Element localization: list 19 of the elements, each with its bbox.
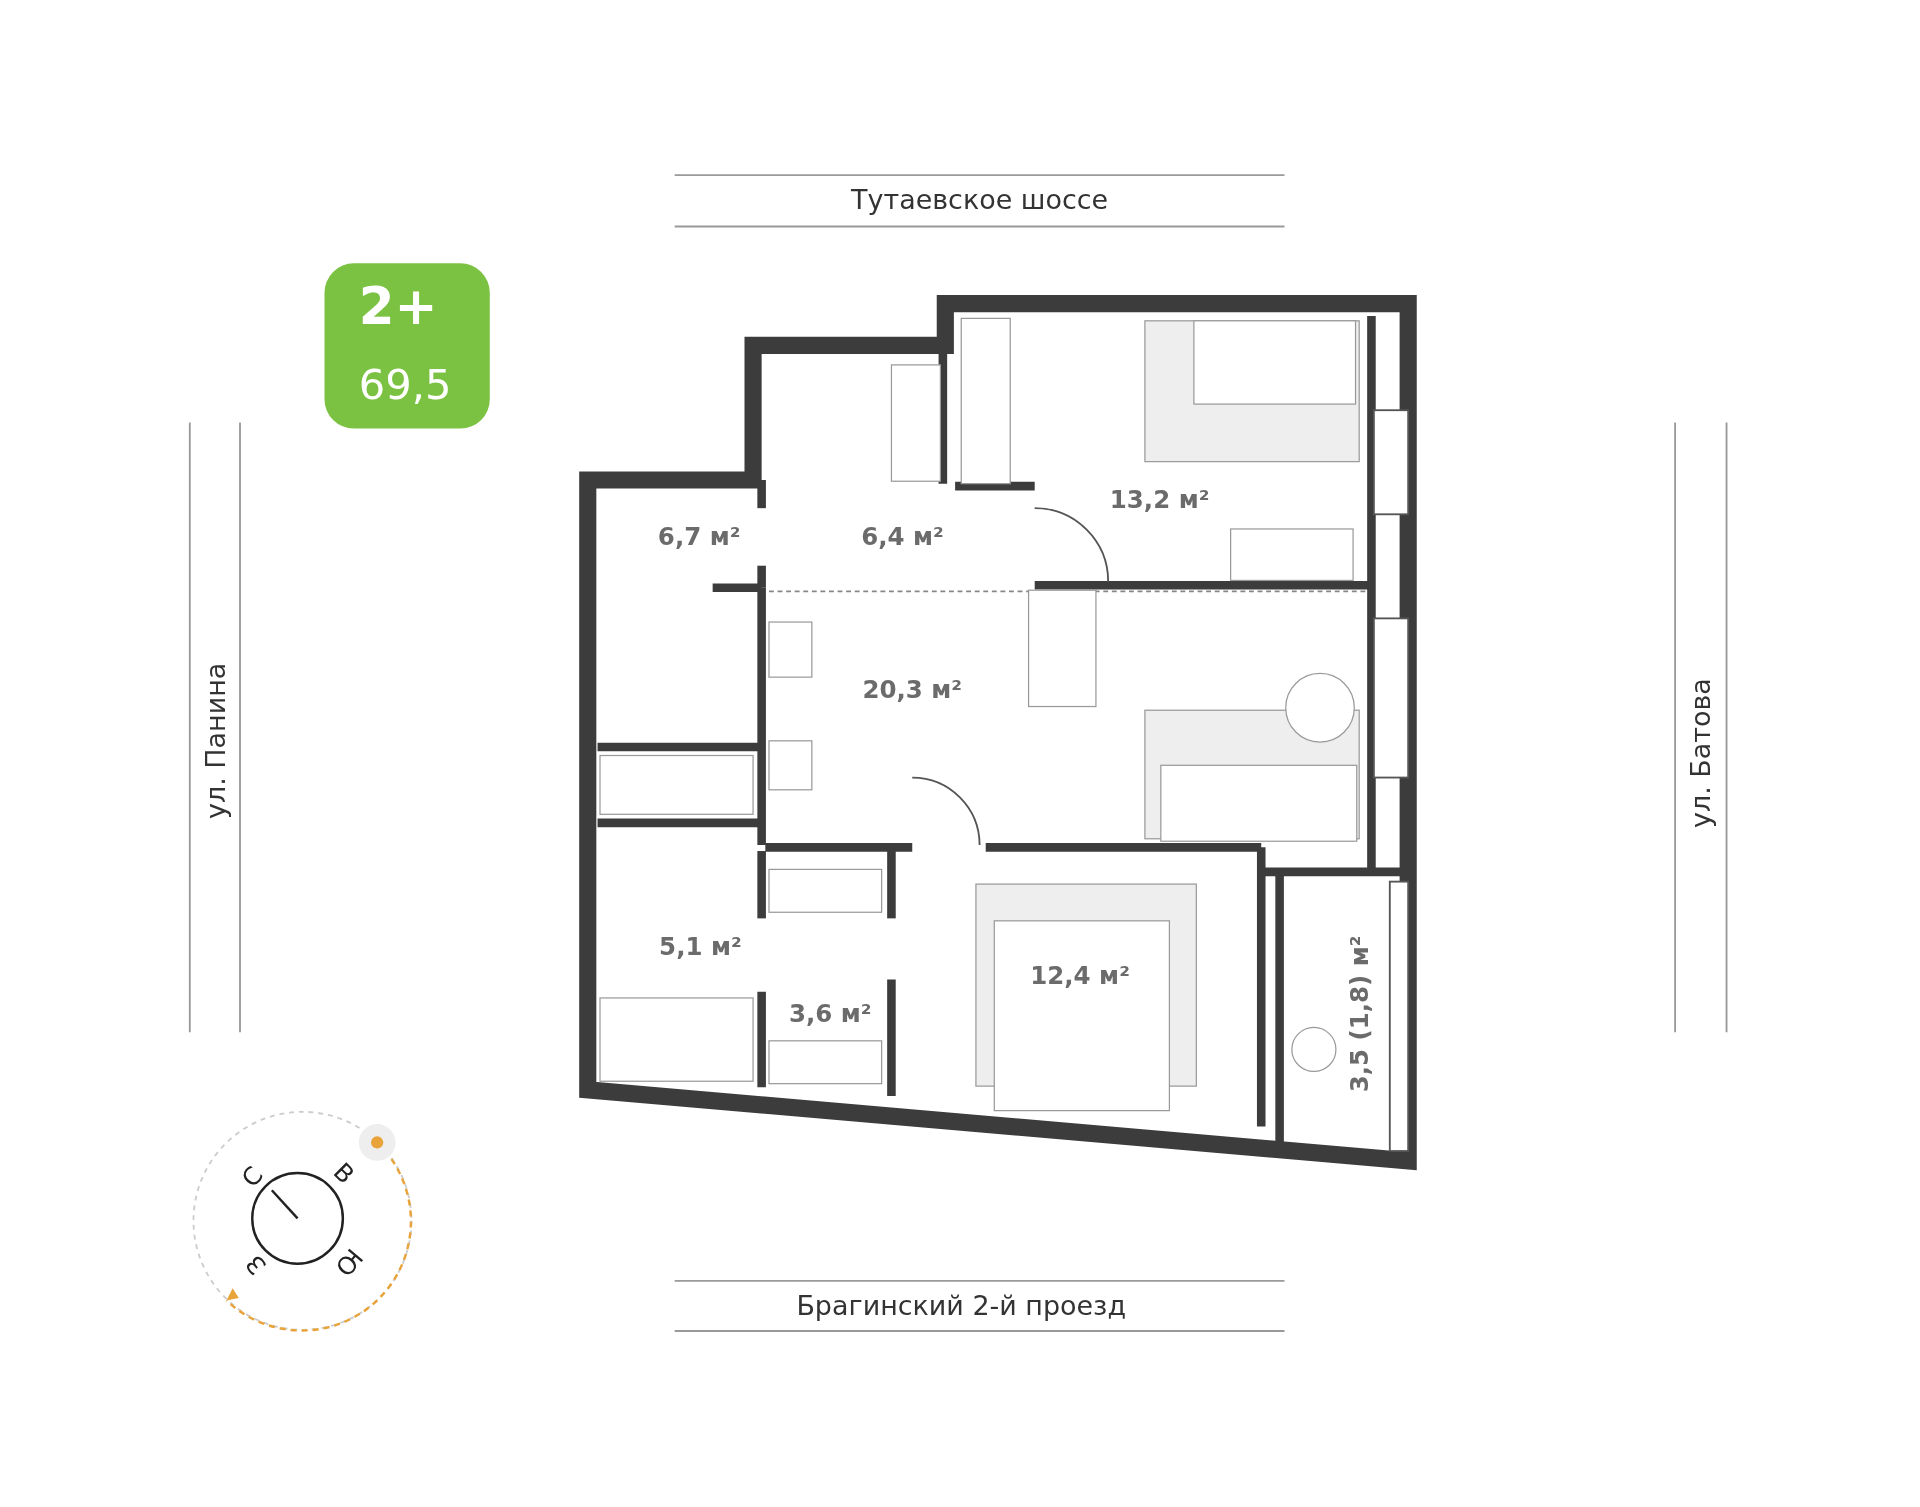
compass-letter: В — [327, 1156, 361, 1190]
total-area: 69,5 — [358, 351, 452, 419]
area-label: 5,1 м² — [659, 931, 742, 962]
area-label: 13,2 м² — [1109, 484, 1210, 515]
area-label: 12,4 м² — [1030, 961, 1130, 991]
area-label: 3,6 м² — [788, 999, 872, 1029]
street-name: ул. Панина — [200, 662, 231, 819]
street-name: Тутаевское шоссе — [851, 184, 1109, 215]
area-label: 3,5 (1,8) м² — [1344, 935, 1374, 1093]
compass-letter: З — [239, 1249, 273, 1281]
area-label: 20,3 м² — [862, 674, 963, 705]
compass-letter: С — [235, 1160, 269, 1193]
area-label: 6,4 м² — [861, 521, 944, 551]
area-label: 6,7 м² — [657, 521, 741, 551]
area-badge — [324, 263, 490, 429]
room-count: 2+ — [358, 275, 438, 339]
street-name: Брагинский 2-й проезд — [796, 1290, 1127, 1321]
street-name: ул. Батова — [1685, 678, 1717, 828]
compass-letter: Ю — [329, 1242, 369, 1283]
